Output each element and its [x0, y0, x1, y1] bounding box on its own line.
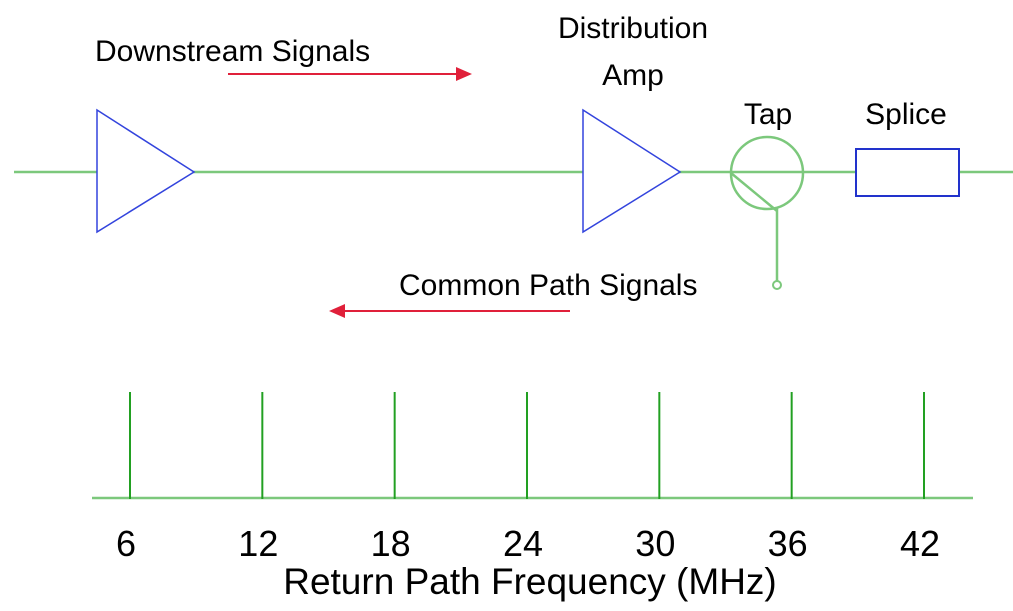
tick-label-12: 12: [238, 523, 278, 564]
downstream-signals-label: Downstream Signals: [95, 35, 370, 68]
frequency-tick-marks: [129, 392, 925, 499]
frequency-tick-labels: 6 12 18 24 30 36 42: [116, 523, 940, 564]
distribution-amp-label-line2: Amp: [602, 59, 664, 92]
tick-label-18: 18: [371, 523, 411, 564]
tap-icon: [729, 135, 805, 290]
common-path-arrow-icon: [329, 304, 570, 318]
tick-label-24: 24: [503, 523, 543, 564]
frequency-axis-title: Return Path Frequency (MHz): [283, 561, 777, 602]
tick-label-36: 36: [768, 523, 808, 564]
common-path-signals-label: Common Path Signals: [399, 269, 697, 302]
tick-label-30: 30: [635, 523, 675, 564]
splice-icon: [855, 148, 960, 197]
amplifier-1-icon: [96, 108, 196, 234]
downstream-arrow-icon: [228, 67, 472, 81]
tick-label-6: 6: [116, 523, 136, 564]
tap-label: Tap: [744, 98, 792, 131]
splice-label: Splice: [865, 98, 947, 131]
distribution-amp-label-line1: Distribution: [558, 12, 708, 45]
distribution-amp-icon: [582, 108, 682, 234]
tick-label-42: 42: [900, 523, 940, 564]
